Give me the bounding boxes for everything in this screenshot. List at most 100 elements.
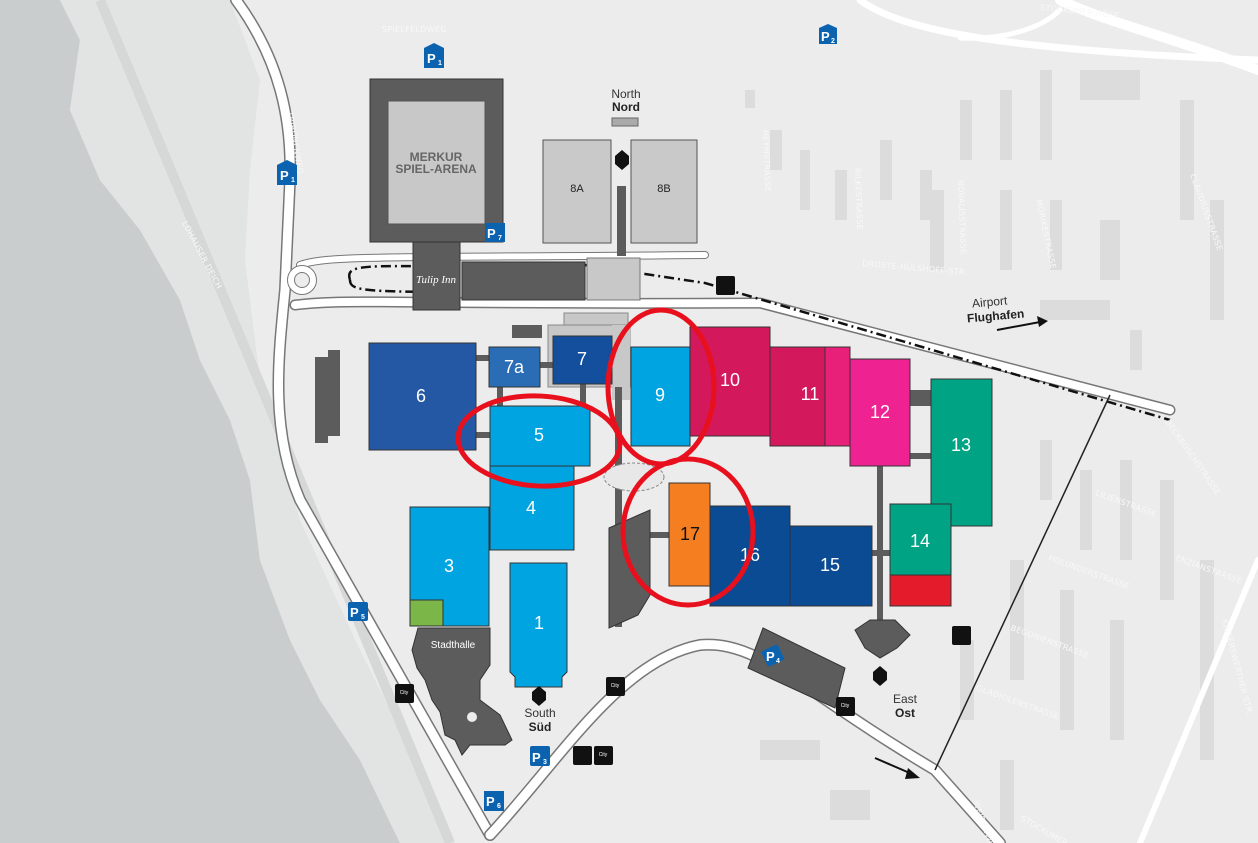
parking-p6[interactable]: P 6: [484, 791, 504, 811]
arrow-down-right-icon: [905, 768, 920, 779]
hall-11-label: 11: [801, 384, 820, 404]
parking-p4[interactable]: P 4: [761, 644, 784, 667]
hall-17-label: 17: [680, 524, 700, 544]
parking-p1-west[interactable]: P 1: [277, 160, 297, 185]
west-building-b: [328, 350, 340, 436]
parking-letter: P: [532, 750, 541, 765]
hall-1-label: 1: [534, 613, 544, 633]
stadthalle-label: Stadthalle: [431, 640, 476, 651]
river: [0, 0, 400, 843]
parking-letter: P: [280, 168, 289, 183]
hall-14[interactable]: [889, 503, 952, 576]
arena-name-line2: SPIEL-ARENA: [395, 162, 477, 176]
street-droste-huelshoff: DROSTE-HÜLSHOFF-STR.: [862, 258, 968, 277]
hall-4-label: 4: [526, 498, 536, 518]
parking-p7[interactable]: P 7: [485, 223, 505, 242]
hall-11-annex: [824, 346, 851, 447]
highlight-hall-5: [455, 393, 623, 489]
residential-area: [745, 70, 1224, 830]
bus-label: City: [611, 683, 620, 689]
entrance-east-building: [854, 619, 911, 659]
parking-number: 1: [291, 177, 295, 184]
hall-11[interactable]: [769, 346, 826, 447]
parking-number: 5: [361, 614, 365, 621]
hall-8a[interactable]: [542, 139, 612, 244]
parking-letter: P: [487, 226, 496, 241]
hall-7a[interactable]: [488, 346, 541, 388]
parking-p3[interactable]: P 3: [530, 746, 550, 766]
hall-13[interactable]: [930, 378, 993, 527]
parking-number: 3: [543, 759, 547, 766]
entrance-east-de: Ost: [895, 706, 915, 720]
entrance-east[interactable]: East Ost: [873, 666, 918, 720]
bus-label: City: [599, 752, 608, 758]
entrance-east-en: East: [893, 692, 918, 706]
hall-15-label: 15: [820, 555, 840, 575]
riverbank: [60, 0, 455, 843]
hall-17[interactable]: [668, 482, 711, 587]
hall-3-label: 3: [444, 556, 454, 576]
bus-stop-icon: City: [395, 684, 414, 703]
bus-stops[interactable]: City City City City: [395, 276, 971, 765]
walkways: [476, 186, 931, 627]
airport-direction: Airport Flughafen: [966, 293, 1048, 331]
hall-1[interactable]: [509, 562, 568, 688]
parking-p2[interactable]: P 2: [819, 24, 837, 45]
parking-number: 1: [438, 60, 442, 67]
street-kaiserswerther: KAISERSWERTHER STR.: [1220, 618, 1254, 716]
parking-p1-north[interactable]: P 1: [424, 43, 444, 68]
hall-12[interactable]: [849, 358, 911, 467]
parking-deck-p4[interactable]: [747, 627, 846, 709]
entrance-arrow-icon: [873, 666, 887, 686]
parking-letter: P: [350, 605, 359, 620]
entrance-north[interactable]: North Nord: [611, 87, 641, 170]
street-rilkestrasse: RILKESTRASSE: [853, 168, 864, 230]
parking-p5[interactable]: P 5: [348, 602, 368, 621]
hall-8a-label: 8A: [570, 183, 584, 195]
railway: [95, 0, 455, 843]
hall-15[interactable]: [789, 525, 873, 607]
hall-7[interactable]: [552, 335, 613, 385]
arena-name-line1: MERKUR: [410, 150, 463, 164]
fair-boundary: [934, 394, 1111, 771]
hall-10-label: 10: [720, 370, 740, 390]
halls: 8A 8B 6 7a 7 5 4 3 1 9 10 11 12 13 14 15: [368, 139, 993, 688]
hall-7-label: 7: [577, 349, 587, 369]
hall-5-label: 5: [534, 425, 544, 445]
street-spielfeldweg: SPIELFELDWEG: [382, 25, 447, 34]
hall-7a-label: 7a: [504, 357, 525, 377]
entrance-arrow-icon: [615, 150, 629, 170]
entrance-south[interactable]: South Süd: [524, 686, 556, 734]
parking-number: 2: [831, 38, 835, 45]
merkur-spiel-arena[interactable]: MERKUR SPIEL-ARENA Tulip Inn: [369, 78, 504, 311]
small-building: [512, 325, 542, 338]
parking-letter: P: [427, 51, 436, 66]
parking-letter: P: [486, 794, 495, 809]
hall-14-label: 14: [910, 531, 930, 551]
bus-stop-icon: City: [836, 697, 855, 716]
entrance-south-en: South: [524, 706, 555, 720]
hall-9-label: 9: [655, 385, 665, 405]
entrance-north-en: North: [611, 87, 640, 101]
arrow-right-icon: [1037, 316, 1048, 327]
highlight-hall-17: [620, 456, 756, 608]
hall-8b-label: 8B: [657, 183, 670, 195]
hall-3-annex: [409, 599, 444, 627]
street-stockumer-kirchstr: STOCKUMER KIRCHSTR.: [1019, 814, 1111, 843]
hall-9[interactable]: [630, 346, 691, 447]
service-building: [461, 261, 586, 301]
parking-number: 6: [497, 803, 501, 810]
entrance-north-building: [586, 257, 641, 301]
bus-stop-icon: City: [606, 677, 625, 696]
entrance-south-de: Süd: [529, 720, 552, 734]
parking-letter: P: [821, 29, 830, 44]
parking-letter: P: [766, 649, 775, 664]
street-novalisstrasse: NOVALISSTRASSE: [956, 180, 968, 255]
hall-8b[interactable]: [630, 139, 698, 244]
parking-number: 7: [498, 235, 502, 242]
bus-label: City: [400, 690, 409, 696]
stadthalle[interactable]: Stadthalle: [411, 627, 513, 756]
bus-stop-icon: [716, 276, 735, 295]
hall-12-label: 12: [870, 402, 890, 422]
